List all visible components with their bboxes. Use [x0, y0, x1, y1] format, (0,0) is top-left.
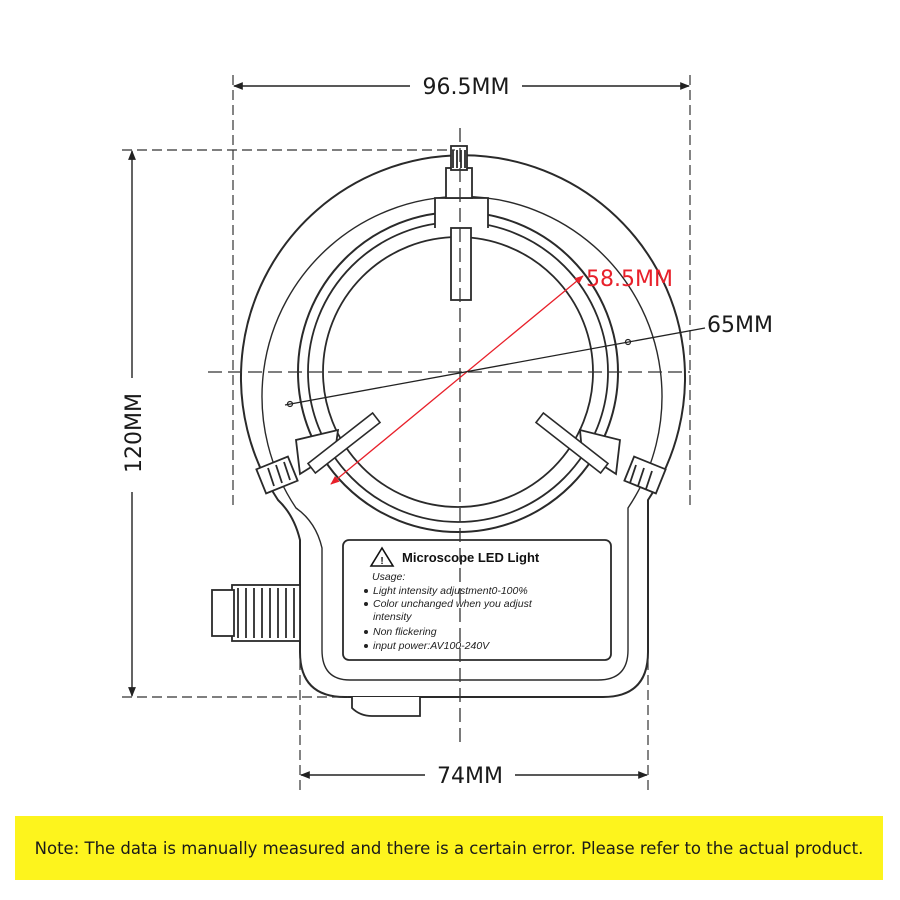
- dimmer-knob: [211, 584, 301, 642]
- right-thumb-screw: [578, 428, 667, 495]
- dimension-top-width: 96.5MM: [233, 75, 690, 100]
- top-bracket: [434, 145, 489, 301]
- height-label: 120MM: [122, 393, 147, 473]
- label-title: Microscope LED Light: [402, 550, 540, 565]
- bottom-switch: [351, 697, 421, 717]
- top-width-label: 96.5MM: [423, 75, 510, 100]
- bottom-width-label: 74MM: [437, 764, 503, 789]
- dimension-outer-diameter: 65MM: [284, 313, 773, 408]
- note-banner: Note: The data is manually measured and …: [15, 816, 883, 880]
- label-line-2: Color unchanged when you adjust: [373, 598, 533, 610]
- label-line-4: Non flickering: [373, 626, 437, 638]
- dimension-height: 120MM: [122, 150, 147, 697]
- svg-text:!: !: [380, 556, 383, 567]
- inner-led-pins: [306, 411, 610, 475]
- warning-icon: [369, 546, 395, 567]
- inner-diameter-label: 58.5MM: [586, 267, 673, 292]
- label-plate: ! Microscope LED Light Usage: Light inte…: [342, 539, 612, 661]
- dimension-bottom-width: 74MM: [300, 764, 648, 789]
- label-line-5: input power:AV100-240V: [373, 640, 490, 652]
- label-usage-heading: Usage:: [372, 571, 405, 583]
- ring-light-body: [240, 154, 686, 698]
- extension-lines: [122, 75, 691, 790]
- dimension-inner-diameter: 58.5MM: [330, 267, 673, 485]
- left-thumb-screw: [255, 428, 340, 495]
- note-text: Note: The data is manually measured and …: [34, 838, 864, 858]
- label-line-1: Light intensity adjustment0-100%: [373, 585, 528, 597]
- outer-diameter-label: 65MM: [707, 313, 773, 338]
- label-line-3: intensity: [373, 611, 412, 623]
